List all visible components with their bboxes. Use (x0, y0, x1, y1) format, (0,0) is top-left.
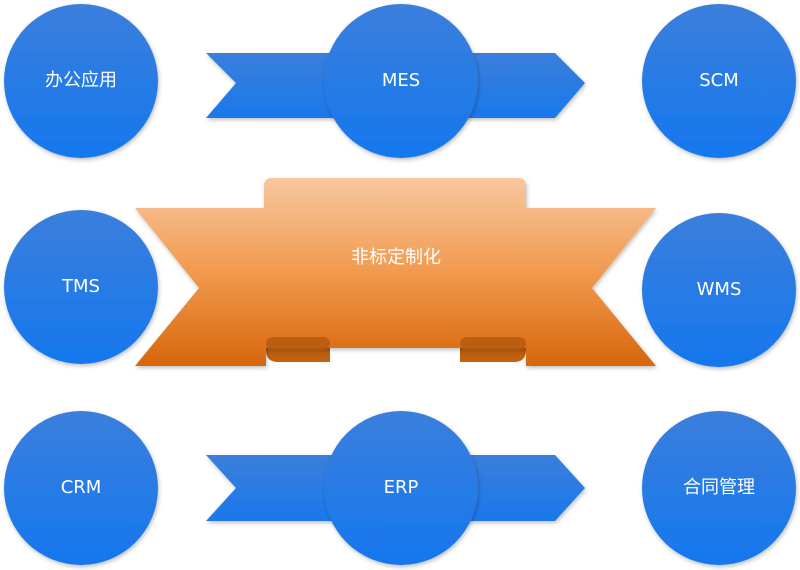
node-label-erp: ERP (384, 477, 419, 498)
node-contract-mgmt: 合同管理 (642, 411, 796, 565)
node-label-contract-mgmt: 合同管理 (683, 477, 755, 498)
node-tms: TMS (4, 210, 158, 364)
node-label-tms: TMS (61, 276, 100, 297)
node-label-office-apps: 办公应用 (45, 70, 117, 91)
banner-fold-left-band (266, 337, 330, 350)
node-office-apps: 办公应用 (4, 4, 158, 158)
node-mes: MES (324, 4, 478, 158)
banner-ribbon (135, 178, 656, 366)
node-label-crm: CRM (61, 477, 102, 498)
node-label-wms: WMS (697, 279, 742, 300)
center-banner: 非标定制化 (135, 178, 656, 366)
node-crm: CRM (4, 411, 158, 565)
center-label: 非标定制化 (351, 247, 441, 268)
node-label-scm: SCM (699, 70, 739, 91)
node-erp: ERP (324, 411, 478, 565)
banner-fold-right-band (460, 337, 526, 350)
node-label-mes: MES (382, 70, 420, 91)
node-scm: SCM (642, 4, 796, 158)
node-wms: WMS (642, 213, 796, 367)
